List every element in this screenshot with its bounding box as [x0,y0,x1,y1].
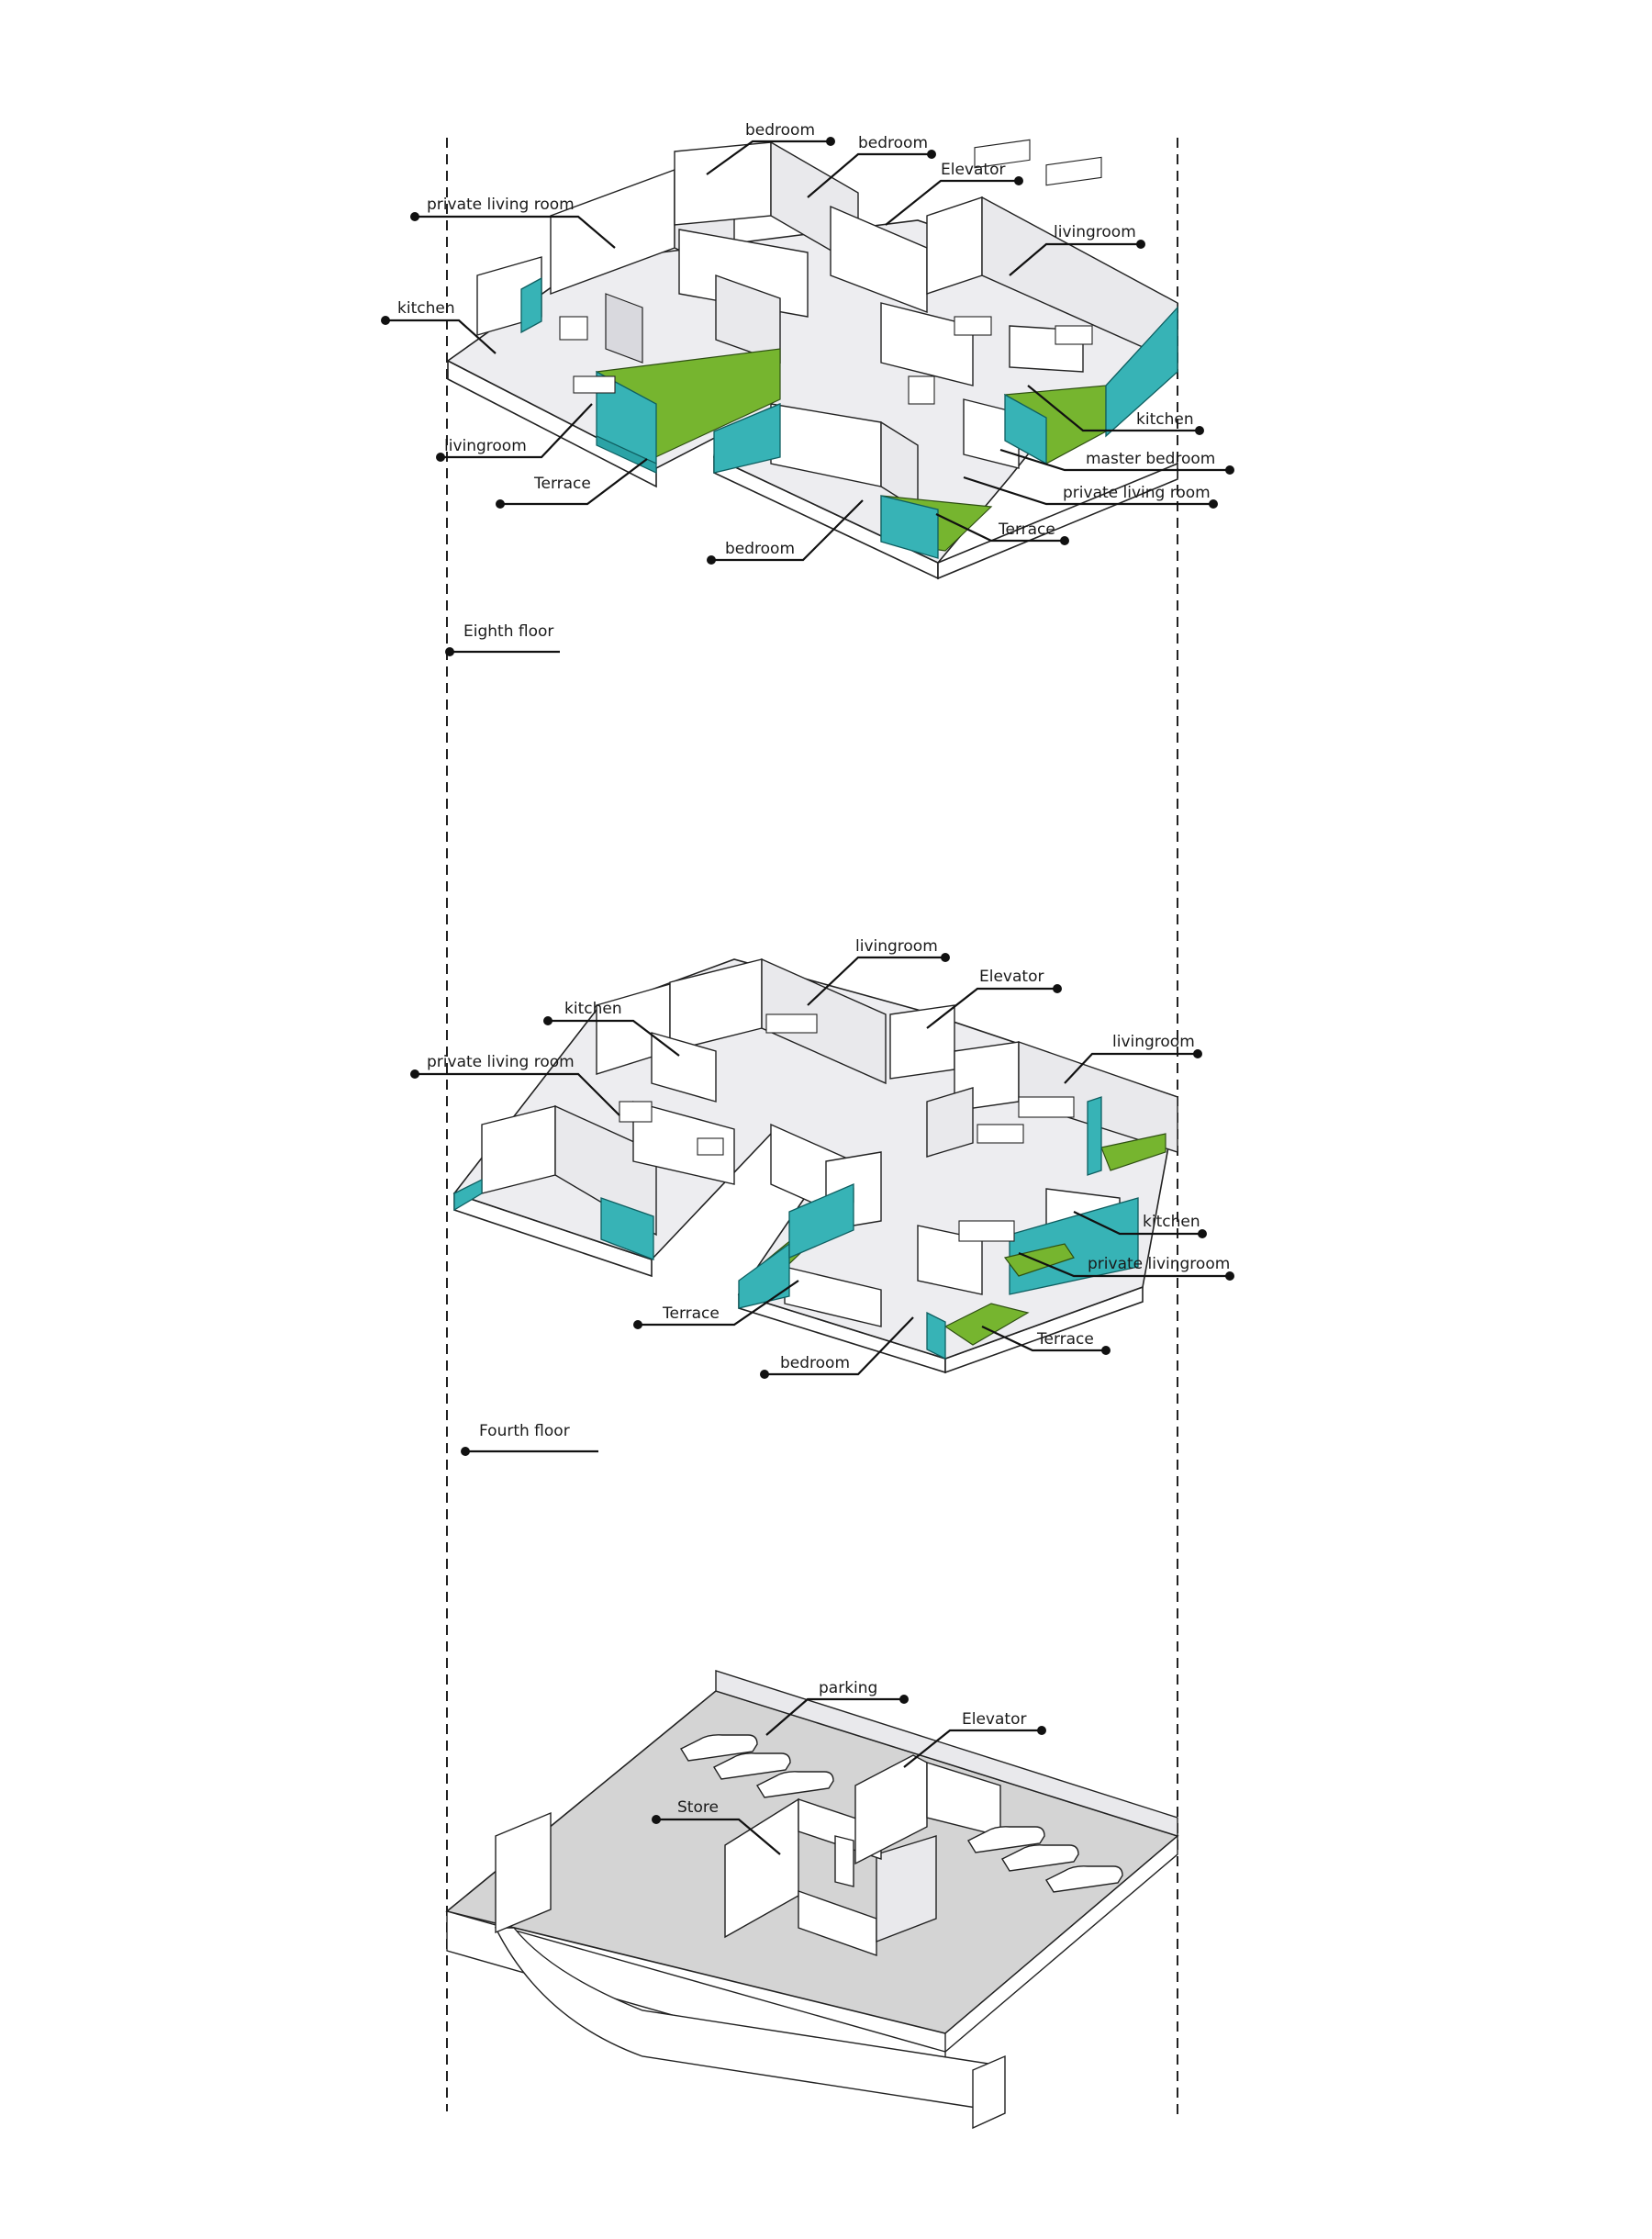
label-private-living-room: private living room [427,1053,575,1071]
label-private-livingroom: private livingroom [1088,1255,1230,1273]
label-master-bedroom: master bedroom [1086,450,1215,468]
label-bedroom: bedroom [780,1354,850,1372]
label-livingroom: livingroom [444,437,527,455]
label-private-living-room: private living room [427,196,575,214]
floor-title-fourth: Fourth floor [479,1422,570,1440]
label-livingroom: livingroom [855,937,938,956]
label-bedroom: bedroom [725,540,795,558]
label-elevator: Elevator [979,968,1044,986]
eighth-walls [476,140,1178,511]
ramp [494,1927,1001,2112]
fourth-terrace-far-right [1100,1133,1166,1171]
label-store: Store [677,1798,719,1817]
label-terrace: Terrace [662,1304,720,1323]
basement-plan [445,1670,1179,2130]
eighth-floor-plan [446,139,1178,580]
fourth-labels: livingroom Elevator kitchen livingroom p… [410,937,1234,1456]
label-bedroom: bedroom [745,121,815,140]
label-kitchen: kitchen [397,299,455,318]
fourth-furniture [619,1013,1075,1242]
label-parking: parking [819,1679,877,1697]
label-kitchen: kitchen [1136,410,1194,429]
floor-title-eighth: Eighth floor [463,622,553,641]
label-elevator: Elevator [962,1710,1026,1729]
eighth-labels: bedroom bedroom Elevator private living … [381,121,1234,656]
label-private-living-room: private living room [1063,484,1211,502]
label-terrace: Terrace [1036,1330,1094,1349]
label-kitchen: kitchen [1143,1213,1200,1231]
eighth-furniture [559,139,1102,405]
label-bedroom: bedroom [858,134,928,152]
basement-labels: parking Elevator Store [652,1679,1046,1855]
label-livingroom: livingroom [1054,223,1136,241]
label-kitchen: kitchen [564,1000,622,1018]
parked-cars [680,1734,1123,1893]
label-elevator: Elevator [941,161,1005,179]
label-livingroom: livingroom [1112,1033,1195,1051]
label-terrace: Terrace [533,475,591,493]
fourth-floor-plan [452,957,1178,1374]
fourth-terrace-right [943,1303,1030,1346]
label-terrace: Terrace [998,521,1055,539]
